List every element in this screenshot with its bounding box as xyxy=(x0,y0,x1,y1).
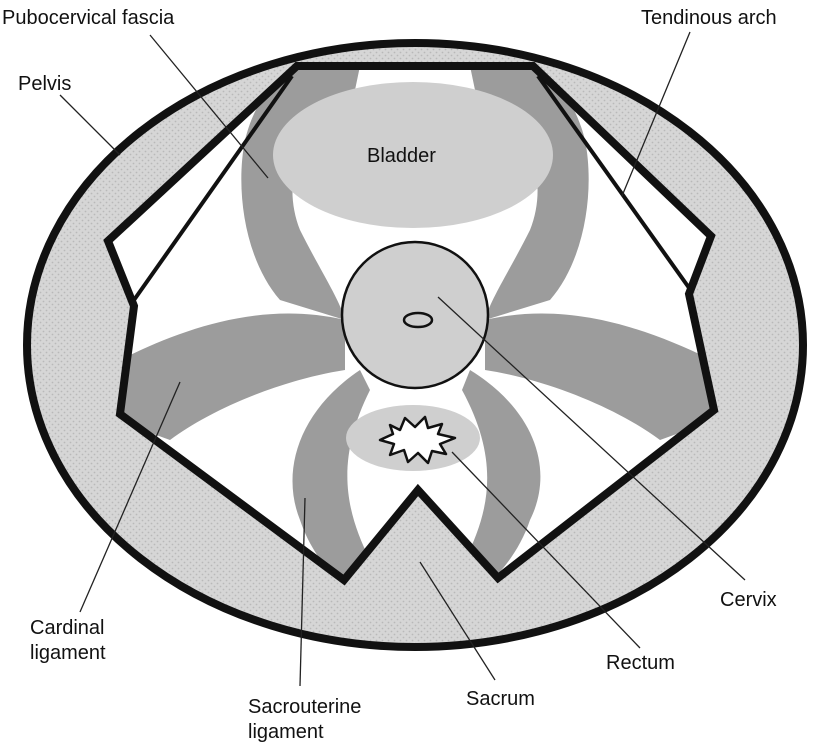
label-cervix: Cervix xyxy=(720,589,777,611)
label-sacrum: Sacrum xyxy=(466,688,535,710)
label-bladder: Bladder xyxy=(367,145,436,167)
label-cardinal-ligament-line1: Cardinal xyxy=(30,617,104,639)
label-pelvis: Pelvis xyxy=(18,73,71,95)
label-sacrouterine-ligament-line2: ligament xyxy=(248,721,324,743)
label-rectum: Rectum xyxy=(606,652,675,674)
label-cardinal-ligament-line2: ligament xyxy=(30,642,106,664)
label-pubocervical-fascia: Pubocervical fascia xyxy=(2,7,175,29)
leader-pelvis xyxy=(60,95,120,155)
label-sacrouterine-ligament-line1: Sacrouterine xyxy=(248,696,361,718)
label-tendinous-arch: Tendinous arch xyxy=(641,7,777,29)
cervix-shape xyxy=(342,242,488,388)
